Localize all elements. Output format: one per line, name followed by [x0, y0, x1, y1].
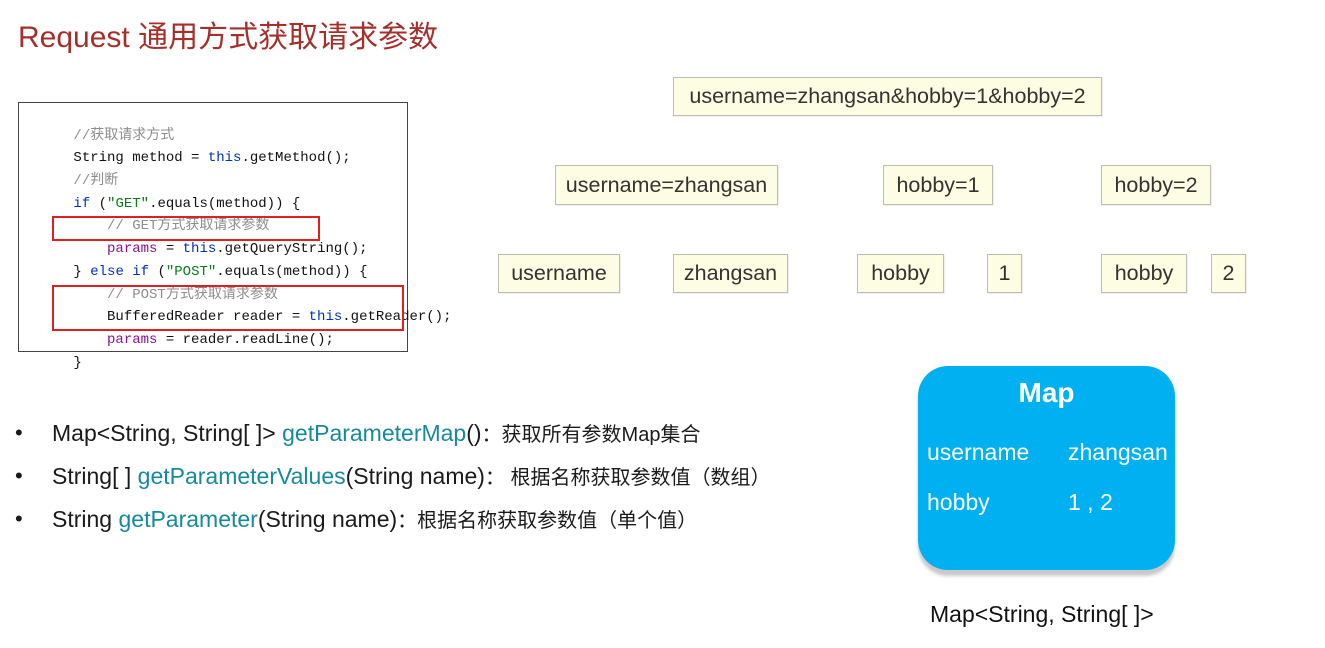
code-block: //获取请求方式 String method = this.getMethod(… — [18, 102, 451, 371]
query-part-box: 1 — [987, 254, 1022, 293]
code-line: if ("GET".equals(method)) { — [23, 170, 451, 212]
code-line: // GET方式获取请求参数 — [23, 193, 451, 234]
map-value: 1 , 2 — [1068, 489, 1113, 515]
code-text: String method = — [73, 150, 208, 167]
code-text: BufferedReader reader = — [107, 309, 309, 326]
code-keyword: this — [207, 150, 242, 167]
code-text: } — [73, 354, 82, 371]
bullet-icon — [15, 504, 29, 534]
map-key: username — [927, 439, 1030, 465]
bullet-icon — [15, 461, 29, 491]
code-text: ( — [149, 263, 166, 280]
method-return-type: Map<String, String[ ]> — [52, 420, 283, 446]
code-string: "POST" — [165, 263, 217, 280]
query-part-box: username — [498, 254, 620, 293]
method-description: ： 根据名称获取参数值（数组） — [484, 467, 771, 489]
map-card-title: Map — [1018, 377, 1075, 408]
code-line: params = this.getQueryString(); — [23, 215, 451, 257]
method-item: String getParameter(String name)：根据名称获取参… — [52, 504, 697, 534]
highlight-box-get — [52, 216, 320, 241]
method-name: getParameter — [118, 506, 258, 532]
query-pair-box: username=zhangsan — [555, 165, 778, 205]
code-keyword: this — [182, 241, 217, 258]
method-description: ：获取所有参数Map集合 — [481, 424, 701, 446]
query-pair-box: hobby=2 — [1101, 165, 1211, 205]
method-item: Map<String, String[ ]> getParameterMap()… — [52, 418, 700, 448]
query-pair-box: hobby=1 — [883, 165, 993, 205]
code-string: "GET" — [107, 195, 150, 212]
page-title: Request 通用方式获取请求参数 — [18, 21, 439, 54]
code-line: params = reader.readLine(); — [23, 306, 451, 348]
code-text: .getReader(); — [342, 309, 452, 326]
code-lines: //获取请求方式 String method = this.getMethod(… — [23, 102, 451, 371]
code-keyword: if — [73, 195, 91, 212]
map-card: Map username zhangsan hobby 1 , 2 — [918, 366, 1175, 570]
code-text: ( — [90, 195, 108, 212]
method-return-type: String — [52, 506, 119, 532]
code-line: //判断 — [23, 147, 451, 189]
method-return-type: String[ ] — [52, 463, 138, 489]
code-line: //获取请求方式 — [23, 102, 451, 144]
code-comment: //判断 — [73, 173, 119, 190]
code-text: .getQueryString(); — [216, 241, 368, 258]
code-keyword: this — [308, 309, 343, 326]
code-comment: // POST方式获取请求参数 — [107, 286, 278, 303]
highlight-box-post — [52, 285, 404, 331]
map-caption: Map<String, String[ ]> — [930, 601, 1154, 627]
code-comment: // GET方式获取请求参数 — [107, 218, 270, 235]
code-line: } else if ("POST".equals(method)) { — [23, 238, 451, 280]
code-field: params — [107, 241, 158, 258]
method-name: getParameterValues — [137, 463, 346, 489]
method-name: getParameterMap — [282, 420, 467, 446]
method-description: ：根据名称获取参数值（单个值） — [397, 510, 698, 532]
code-text: = reader.readLine(); — [157, 331, 334, 348]
code-text: .getMethod(); — [241, 150, 351, 167]
code-line: } — [23, 329, 451, 371]
code-line: String method = this.getMethod(); — [23, 125, 451, 166]
code-text: .equals(method)) { — [216, 263, 368, 280]
code-text: = — [157, 241, 183, 258]
code-line: BufferedReader reader = this.getReader()… — [23, 284, 451, 325]
method-args: (String name) — [257, 506, 398, 532]
code-comment: //获取请求方式 — [73, 127, 175, 144]
method-args: () — [466, 420, 482, 446]
query-string-box: username=zhangsan&hobby=1&hobby=2 — [673, 77, 1102, 116]
query-part-box: hobby — [857, 254, 944, 293]
bullet-icon — [15, 418, 29, 448]
map-key: hobby — [927, 489, 990, 515]
method-args: (String name) — [345, 463, 485, 489]
query-part-box: hobby — [1101, 254, 1187, 293]
method-item: String[ ] getParameterValues(String name… — [52, 461, 771, 491]
code-line: // POST方式获取请求参数 — [23, 261, 451, 303]
query-part-box: zhangsan — [673, 254, 788, 293]
code-field: params — [107, 331, 158, 348]
code-text: } — [73, 263, 91, 280]
query-part-box: 2 — [1211, 254, 1246, 293]
map-value: zhangsan — [1068, 439, 1168, 465]
code-text: .equals(method)) { — [149, 195, 301, 212]
code-keyword: else if — [90, 263, 150, 280]
